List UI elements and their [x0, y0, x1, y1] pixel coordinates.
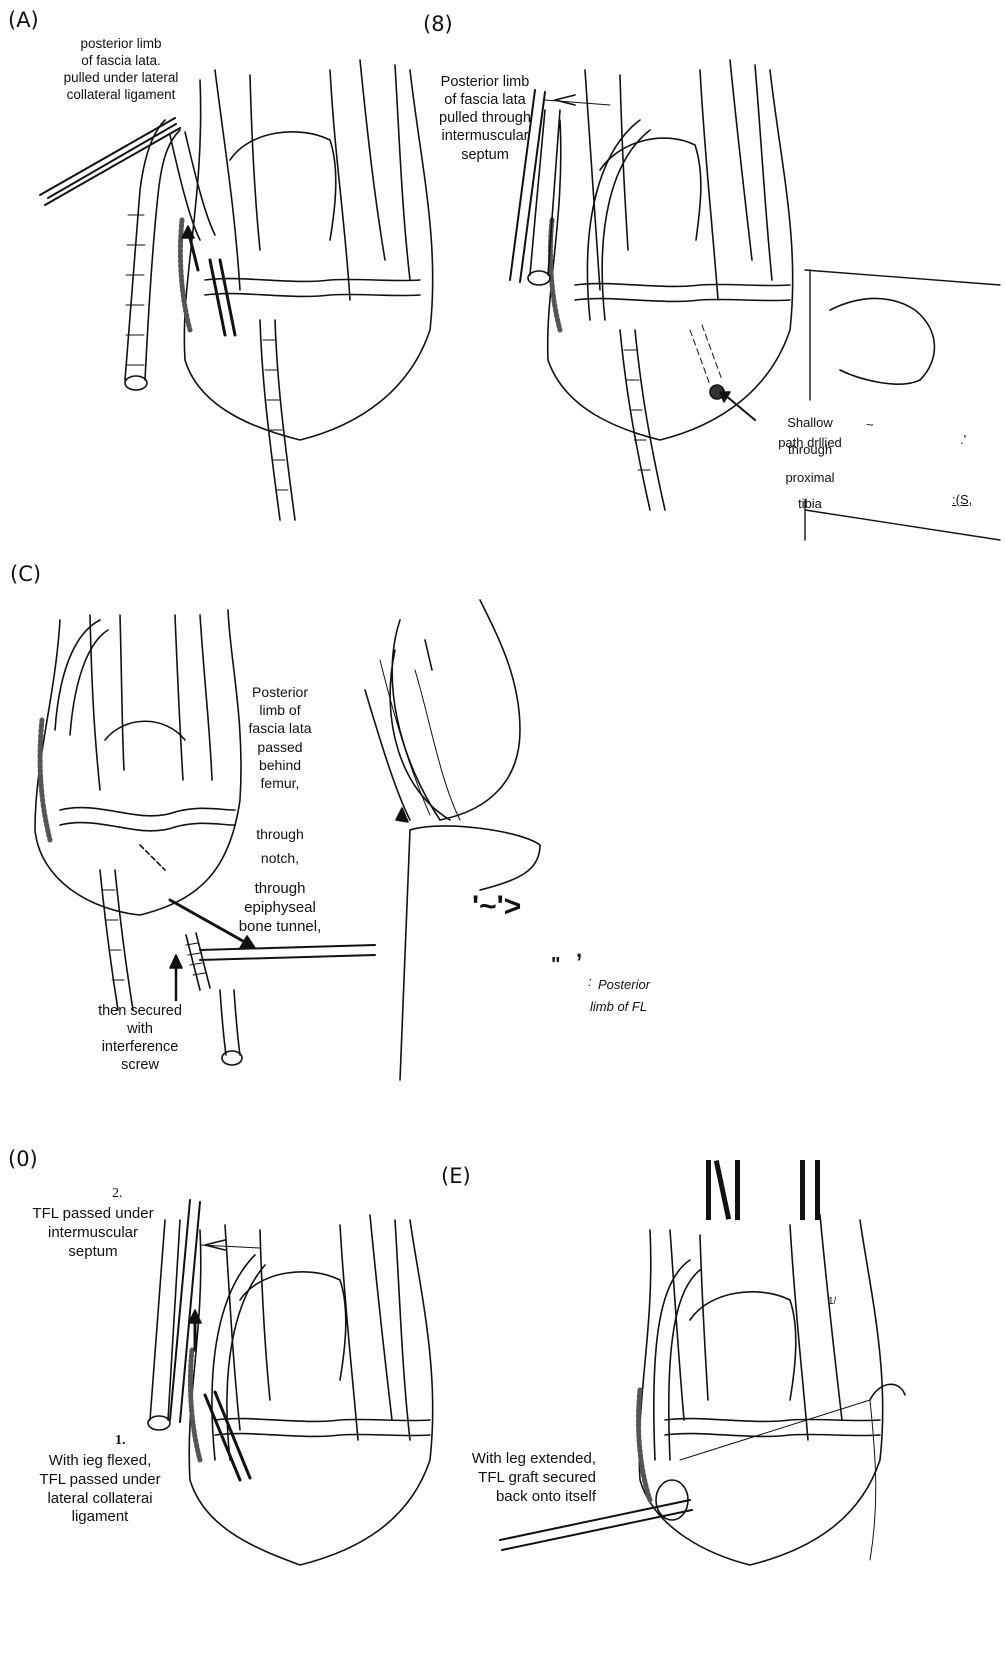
caption-line: TFL passed under: [20, 1471, 180, 1490]
caption-line: back onto itself: [436, 1488, 596, 1507]
panel-d-step1-number: 1.: [115, 1432, 126, 1450]
panel-c-squiggle-mark: '~'>: [472, 888, 521, 926]
caption-line: With ieg flexed,: [20, 1452, 180, 1471]
caption-line: through: [760, 442, 860, 458]
inset-corner-mark: :(S,: [952, 492, 972, 508]
caption-line: of fascia lata.: [36, 53, 206, 70]
caption-line: fascia lata: [230, 719, 330, 737]
caption-line: passed: [230, 738, 330, 756]
caption-line: intermuscular: [420, 127, 550, 145]
caption-line: limb of FL: [590, 996, 670, 1018]
panel-d-tag: (0): [8, 1147, 38, 1171]
caption-line: limb of: [230, 701, 330, 719]
caption-line: TFL passed under: [8, 1205, 178, 1224]
caption-line: Posterior: [230, 683, 330, 701]
panel-e-tag: (E): [441, 1164, 471, 1188]
caption-line: bone tunnel,: [225, 918, 335, 937]
panel-b-drawing: [510, 60, 1000, 540]
caption-line: lateral collaterai: [20, 1490, 180, 1509]
panel-a-caption: posterior limb of fascia lata. pulled un…: [36, 36, 206, 104]
caption-line: behind: [230, 756, 330, 774]
caption-line: proximal: [760, 465, 860, 491]
panel-b-inset-caption-3: proximal tibia: [760, 465, 860, 517]
caption-line: With leg extended,: [436, 1450, 596, 1469]
caption-line: epiphyseal: [225, 899, 335, 918]
caption-line: pulled through: [420, 109, 550, 127]
caption-line: TFL graft secured: [436, 1469, 596, 1488]
caption-line: screw: [80, 1056, 200, 1074]
panel-b-inset-caption-2: through: [760, 442, 860, 458]
panel-c-tag: (C): [10, 562, 41, 586]
caption-line: Shallow: [760, 413, 860, 433]
caption-line: tibia: [760, 491, 860, 517]
caption-line: posterior limb: [36, 36, 206, 53]
caption-line: septum: [420, 146, 550, 164]
panel-e-drawing: [500, 1215, 905, 1565]
caption-line: with: [80, 1020, 200, 1038]
panel-b-tag: (8): [423, 12, 453, 36]
panel-d-step2-number: 2.: [112, 1185, 123, 1203]
panel-c-side-caption: Posterior limb of FL: [590, 974, 670, 1018]
caption-line: interference: [80, 1038, 200, 1056]
caption-line: then secured: [80, 1002, 200, 1020]
caption-line: ligament: [20, 1508, 180, 1527]
panel-e-caption: With leg extended, TFL graft secured bac…: [436, 1450, 596, 1506]
caption-line: collateral ligament: [36, 87, 206, 104]
caption-line: intermuscular: [8, 1224, 178, 1243]
caption-line: septum: [8, 1243, 178, 1262]
panel-c-caption: Posterior limb of fascia lata passed beh…: [230, 683, 330, 792]
caption-line: Posterior: [590, 974, 670, 996]
panel-a-drawing: [40, 60, 433, 520]
panel-c-notch-label: through notch,: [230, 823, 330, 871]
inset-tick-mark: .': [960, 432, 966, 448]
panel-d-step2-caption: TFL passed under intermuscular septum: [8, 1205, 178, 1261]
caption-line: Posterior limb: [420, 73, 550, 91]
panel-c-comma-mark: ,: [576, 936, 582, 964]
inset-tilde-mark: ~: [866, 417, 874, 433]
panel-e-small-mark: 1/: [828, 1296, 836, 1309]
panel-b-caption: Posterior limb of fascia lata pulled thr…: [420, 73, 550, 164]
panel-c-secured-label: then secured with interference screw: [80, 1002, 200, 1075]
panel-d-drawing: [148, 1200, 433, 1565]
caption-line: femur,: [230, 774, 330, 792]
panel-d-step1-caption: With ieg flexed, TFL passed under latera…: [20, 1452, 180, 1527]
panel-a-tag: (A): [8, 8, 39, 32]
panel-c-quote-mark: ": [551, 953, 560, 978]
panel-c-tunnel-label: through epiphyseal bone tunnel,: [225, 880, 335, 936]
caption-line: through: [225, 880, 335, 899]
caption-line: of fascia lata: [420, 91, 550, 109]
caption-line: pulled under lateral: [36, 70, 206, 87]
